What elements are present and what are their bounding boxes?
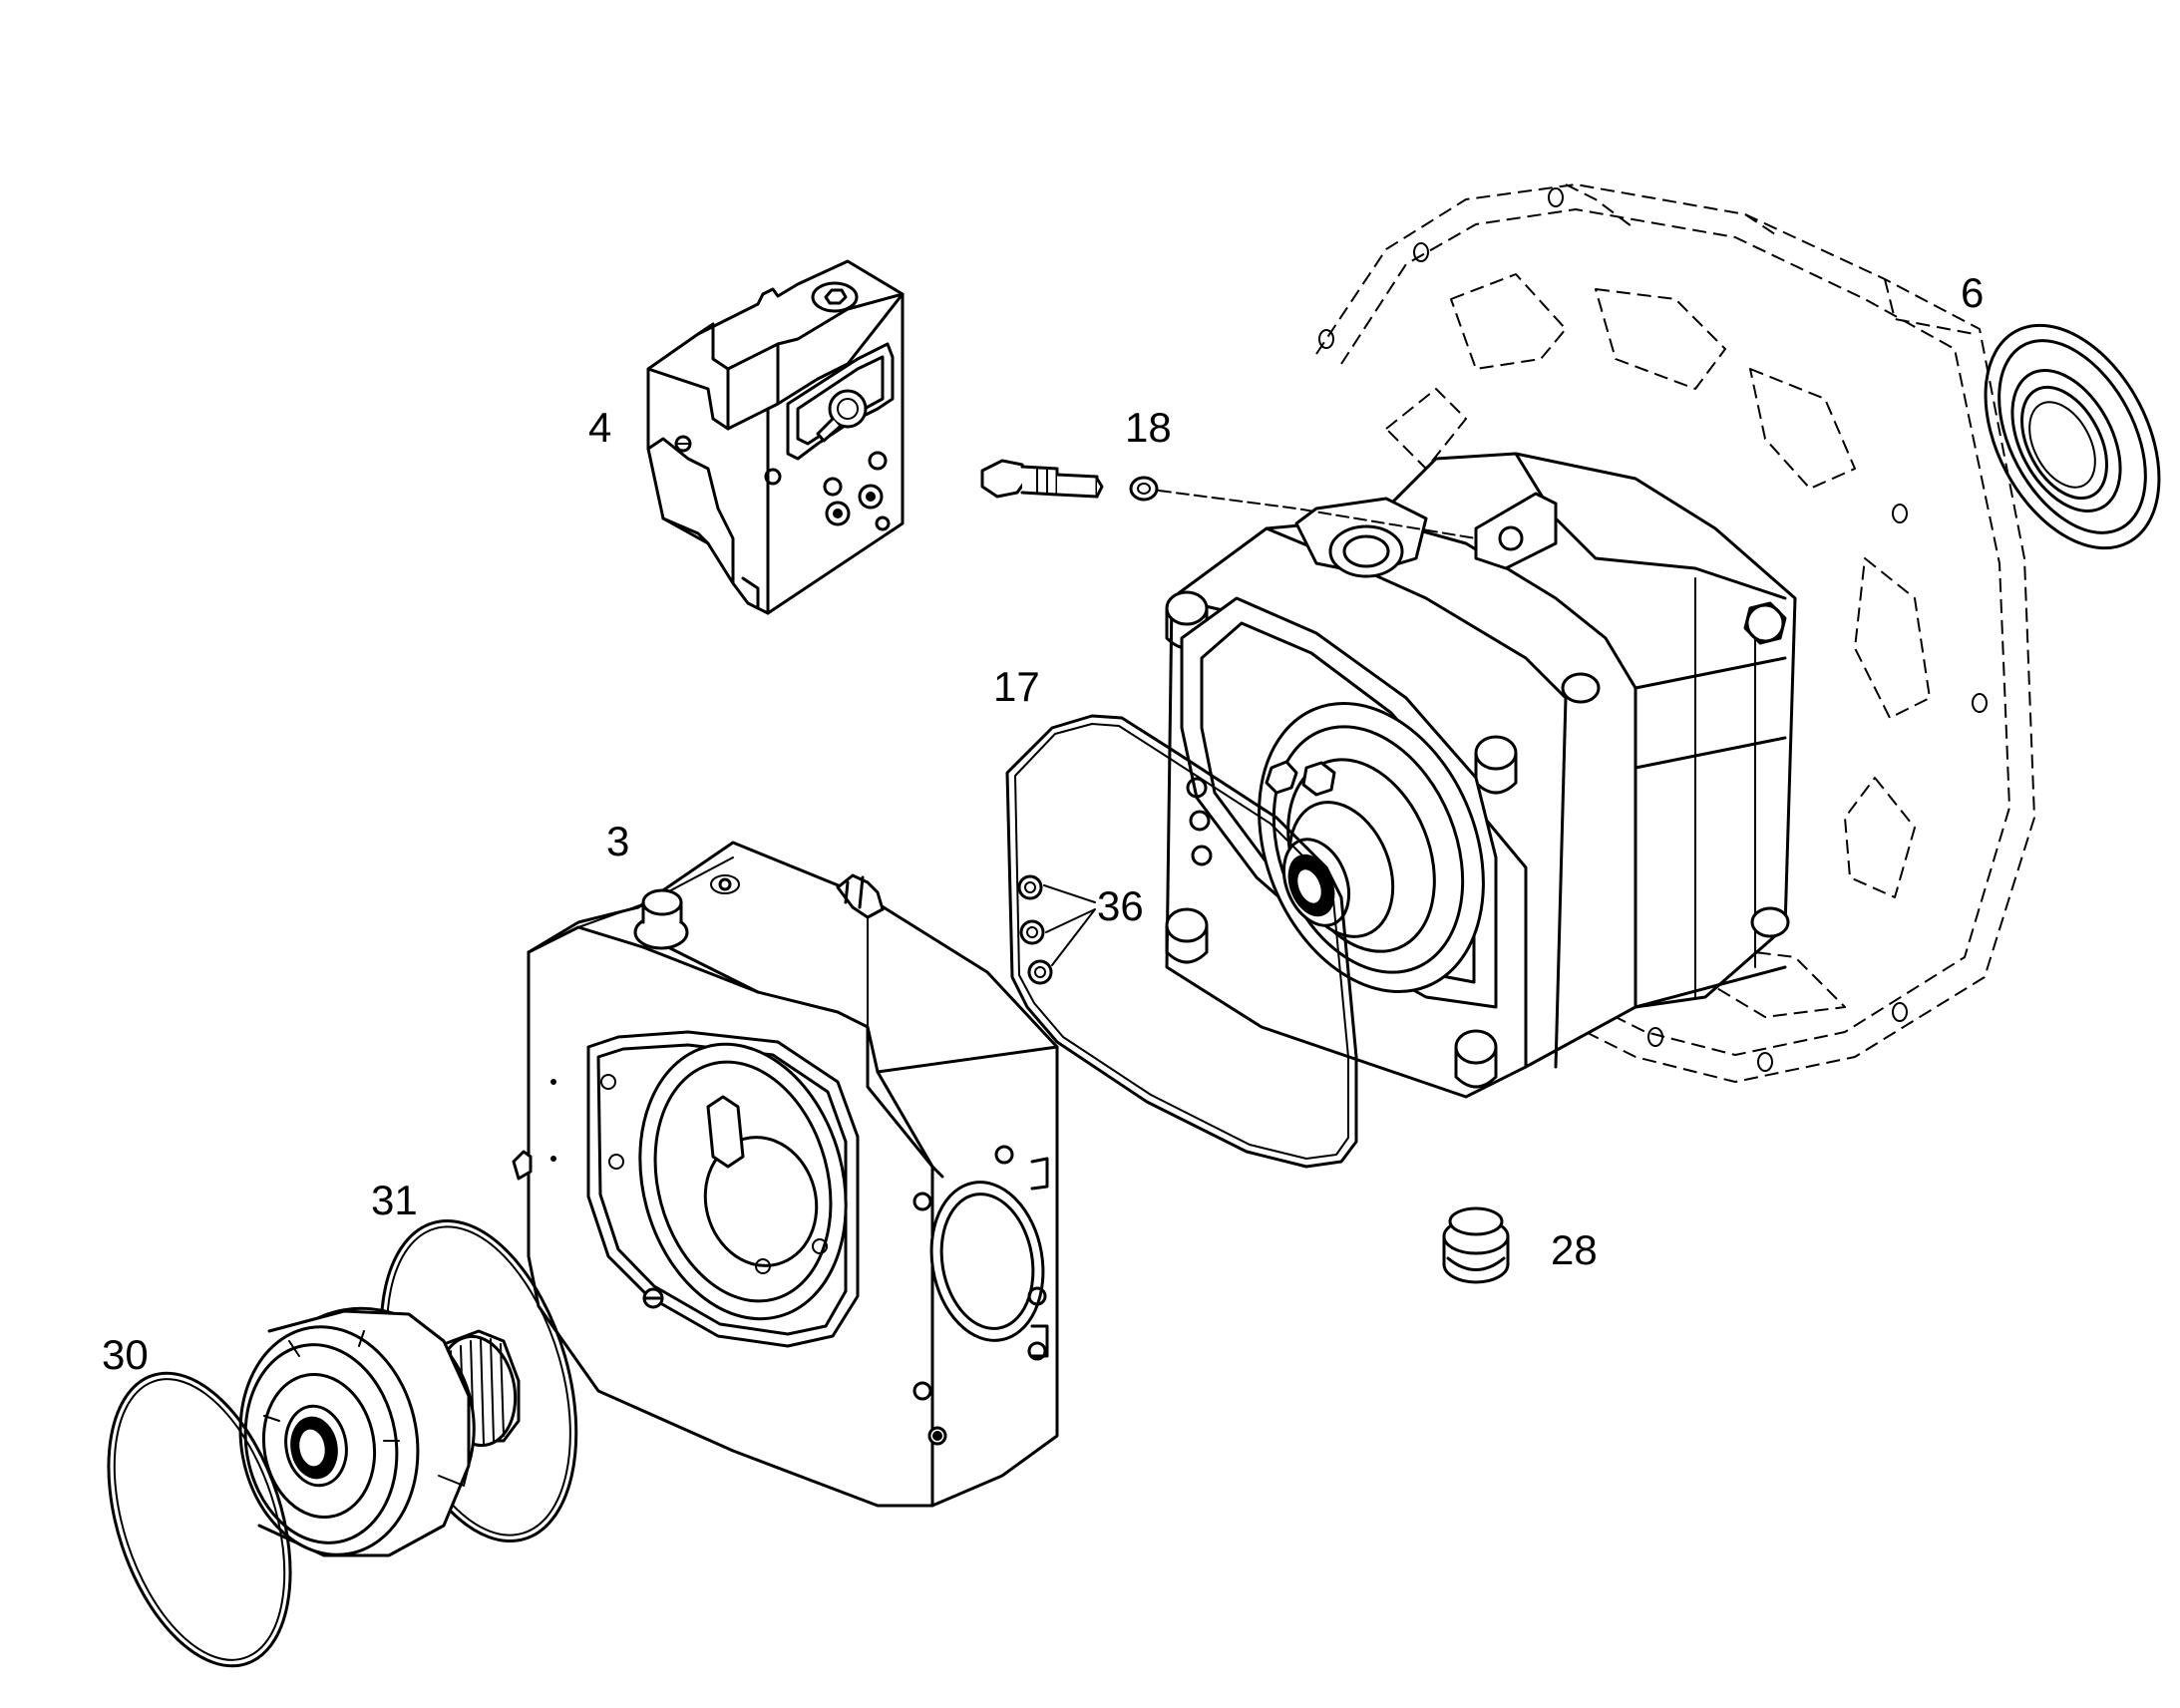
callout-30: 30 xyxy=(102,1331,149,1378)
callout-6: 6 xyxy=(1961,269,1984,316)
main-pump-housing xyxy=(1165,183,2035,1099)
callout-28: 28 xyxy=(1551,1226,1598,1273)
part-30-charge-pump xyxy=(238,1306,521,1557)
part-6-shaft-seal xyxy=(1984,323,2161,550)
part-17-gasket xyxy=(1005,714,1358,1169)
callout-31: 31 xyxy=(371,1177,418,1223)
part-36-o-rings xyxy=(1017,874,1096,985)
callout-3: 3 xyxy=(606,818,629,864)
callout-17: 17 xyxy=(993,663,1040,710)
part-30-o-ring xyxy=(107,1371,292,1668)
callout-labels: 4 18 6 17 3 36 28 31 30 xyxy=(102,269,1984,1378)
part-3-port-plate xyxy=(512,841,1059,1508)
part-18-screw-washer xyxy=(980,459,1477,539)
part-4-control-valve xyxy=(646,259,905,615)
callout-18: 18 xyxy=(1125,404,1172,451)
callout-4: 4 xyxy=(588,404,611,451)
callout-36: 36 xyxy=(1097,882,1144,929)
part-28-plug xyxy=(1442,1206,1510,1284)
